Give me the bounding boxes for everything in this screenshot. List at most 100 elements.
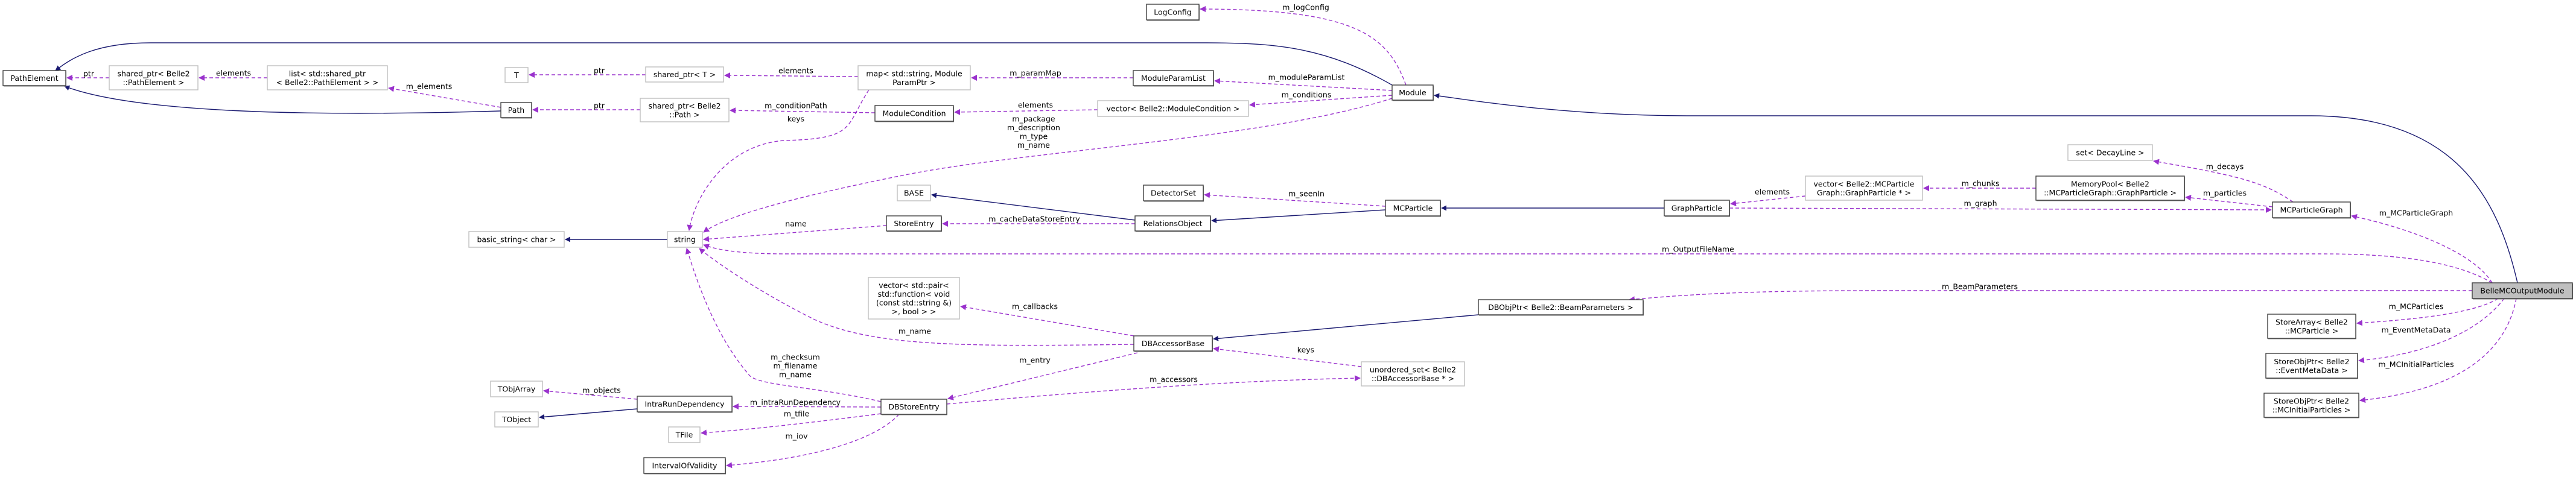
node-string: string [667,231,703,248]
node-db-store-entry[interactable]: DBStoreEntry [880,399,947,415]
node-label: ::DBAccessorBase * > [1372,374,1454,383]
node-shared-ptr-pathelement: shared_ptr< Belle2::PathElement > [109,65,199,90]
node-path[interactable]: Path [500,102,532,119]
node-label: ParamPtr > [892,78,936,87]
node-box [2272,201,2351,218]
node-label: ::EventMetaData > [2275,365,2348,374]
node-store-obj-ptr-mc-initial-particles[interactable]: StoreObjPtr< Belle2::MCInitialParticles … [2263,393,2359,419]
edge-line [701,413,882,436]
node-label: ::MCInitialParticles > [2272,405,2351,414]
edge-line [699,248,1134,346]
edge-line [1730,195,1806,207]
member-edge: name [703,220,887,242]
node-detector-set[interactable]: DetectorSet [1143,185,1204,202]
node-basic-string: basic_string< char > [468,231,565,248]
node-label: string [674,235,696,244]
node-box [490,381,543,397]
edge-label: elements [1018,101,1053,110]
node-box [267,65,388,90]
node-label: (const std::string &) [876,298,952,307]
edge-label: ptr [83,69,95,78]
node-box [2263,393,2359,418]
edge-line [2359,298,2517,403]
node-mcparticle[interactable]: MCParticle [1385,200,1441,217]
node-db-accessor-base[interactable]: DBAccessorBase [1133,335,1213,352]
node-module-condition[interactable]: ModuleCondition [874,105,954,122]
node-box [2267,314,2356,339]
nodes: PathElement shared_ptr< Belle2::PathEleme… [2,4,2573,475]
node-box [1097,100,1249,117]
node-box [500,102,532,118]
node-label: unordered_set< Belle2 [1370,365,1456,374]
inheritance-edge [1211,209,1386,223]
node-label: >, bool > > [891,307,936,316]
member-edge: m_conditions [1249,90,1393,108]
node-module-param-list[interactable]: ModuleParamList [1133,70,1214,87]
node-label: ::MCParticleGraph::GraphParticle > [2044,188,2177,197]
edge-line [947,352,1138,400]
node-label: list< std::shared_ptr [289,69,366,78]
inheritance-edge [539,408,638,420]
node-box [2067,144,2153,161]
edge-line [687,89,870,231]
member-edge: m_BeamParameters [1629,282,2472,303]
node-store-obj-ptr-event-meta-data[interactable]: StoreObjPtr< Belle2::EventMetaData > [2265,353,2358,379]
member-edge: m_graph [1729,199,2272,213]
node-label: StoreArray< Belle2 [2275,317,2348,326]
node-path-element[interactable]: PathElement [2,70,66,87]
node-vector-pair-callbacks: vector< std::pair<std::function< void(co… [868,277,960,320]
node-graph-particle[interactable]: GraphParticle [1664,200,1730,217]
member-edge: m_cacheDataStoreEntry [942,215,1135,227]
node-label: vector< Belle2::MCParticle [1813,179,1914,188]
edge-line [1213,346,1362,367]
node-base: BASE [897,185,931,201]
node-unordered-set-accessor: unordered_set< Belle2::DBAccessorBase * … [1361,361,1465,387]
node-set-decay-line: set< DecayLine > [2067,144,2153,161]
node-relations-object[interactable]: RelationsObject [1134,215,1211,232]
node-label: DBStoreEntry [888,402,940,411]
edge-label: m_conditions [1282,90,1332,100]
member-edge: keys [687,89,870,231]
edge-line [388,86,501,108]
node-label: MCParticleGraph [2280,206,2342,215]
node-box [643,457,726,474]
member-edge: m_moduleParamList [1214,73,1393,91]
node-label: Path [508,106,524,115]
node-list-shared-ptr: list< std::shared_ptr< Belle2::PathEleme… [267,65,388,90]
member-edge: m_paramMap [971,69,1133,81]
member-edge: m_particles [2185,189,2273,207]
node-label: vector< std::pair< [879,280,949,289]
node-box [1146,4,1200,21]
node-dbobjptr-beam-parameters[interactable]: DBObjPtr< Belle2::BeamParameters > [1478,299,1644,316]
node-shared-ptr-path: shared_ptr< Belle2::Path > [640,98,730,122]
node-store-array-mcparticle[interactable]: StoreArray< Belle2::MCParticle > [2267,314,2356,340]
node-intra-run-dependency[interactable]: IntraRunDependency [637,396,733,413]
node-belle-mc-output-module[interactable]: BelleMCOutputModule [2472,282,2573,300]
node-module[interactable]: Module [1391,84,1434,101]
node-box [637,396,733,412]
node-log-config[interactable]: LogConfig [1146,4,1200,21]
edge-label: m_objects [582,386,620,395]
node-box [1361,361,1465,387]
node-box [2472,282,2573,299]
node-box [886,215,942,232]
edge-label: m_tfile [784,409,810,419]
node-store-entry[interactable]: StoreEntry [886,215,942,232]
edge-label: m_type [1020,132,1048,141]
node-box [1133,335,1213,352]
member-edge: m_seenIn [1204,189,1386,207]
node-interval-of-validity[interactable]: IntervalOfValidity [643,457,726,475]
edge-line [2358,298,2505,364]
node-label: MemoryPool< Belle2 [2071,179,2149,188]
edge-line [703,244,2493,283]
node-mcparticle-graph[interactable]: MCParticleGraph [2272,201,2351,219]
node-memory-pool[interactable]: MemoryPool< Belle2::MCParticleGraph::Gra… [2035,175,2185,201]
edge-label: m_iov [786,432,809,441]
edge-label: m_particles [2203,189,2247,198]
node-label: TObject [501,415,531,424]
node-label: LogConfig [1154,8,1191,17]
edge-line [539,408,638,420]
node-box [857,65,971,90]
